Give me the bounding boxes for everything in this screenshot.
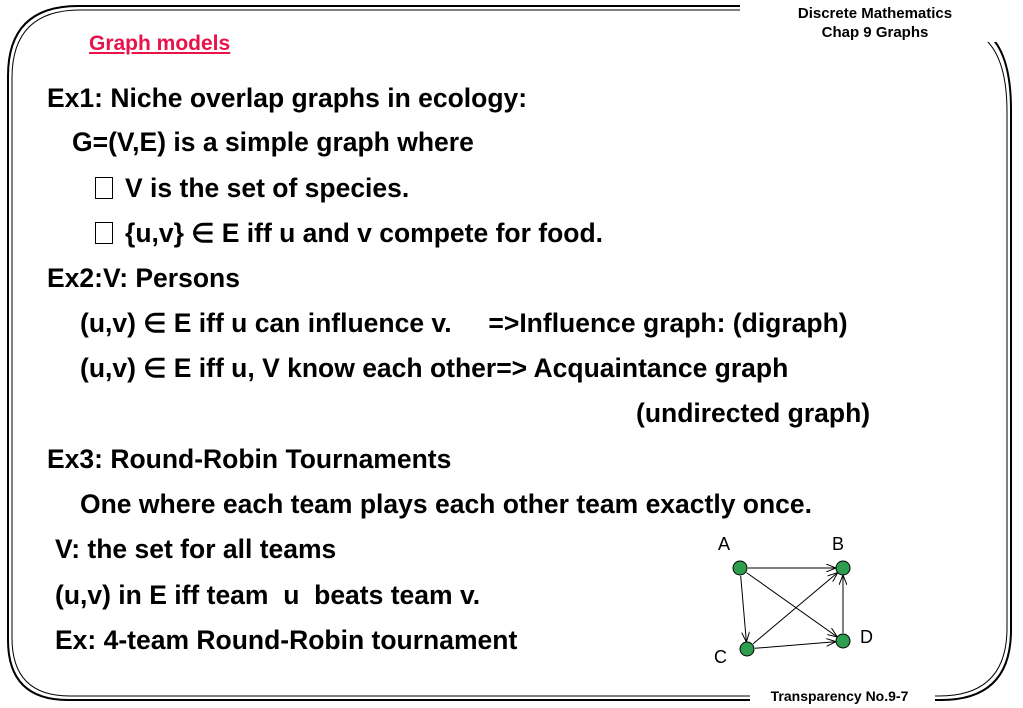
node-label-d: D	[860, 627, 873, 647]
text-line-12: (u,v) in E iff team u beats team v.	[55, 580, 481, 610]
edge-c-to-b	[752, 573, 837, 645]
node-a	[732, 560, 748, 576]
text-line-6: (u,v) ∈ E iff u can influence v. =>Influ…	[80, 308, 848, 338]
edge-c-to-d	[754, 642, 835, 649]
text-line-7: (u,v) ∈ E iff u, V know each other=> Acq…	[80, 353, 789, 383]
course-title: Discrete Mathematics	[797, 5, 953, 22]
node-label-c: C	[714, 647, 727, 667]
slide-title: Graph models	[87, 32, 233, 56]
node-label-a: A	[718, 534, 730, 554]
text-line-10: One where each team plays each other tea…	[80, 489, 813, 519]
transparency-number: Transparency No.9-7	[752, 688, 927, 704]
text-line-1: Ex1: Niche overlap graphs in ecology:	[47, 83, 528, 113]
text-line-11: V: the set for all teams	[55, 534, 337, 564]
node-d	[835, 633, 851, 649]
text-line-4-content: {u,v} ∈ E iff u and v compete for food.	[125, 218, 604, 248]
text-line-13: Ex: 4-team Round-Robin tournament	[55, 625, 518, 655]
bullet-box-icon	[95, 177, 113, 199]
text-line-2: G=(V,E) is a simple graph where	[72, 127, 474, 157]
chapter-title: Chap 9 Graphs	[821, 24, 929, 41]
edge-a-to-d	[746, 572, 837, 637]
slide-header: Discrete Mathematics Chap 9 Graphs	[740, 4, 1010, 42]
text-line-3: V is the set of species.	[95, 172, 409, 204]
tournament-graph: A B C D	[714, 534, 873, 667]
text-line-8: (undirected graph)	[636, 398, 871, 428]
text-line-9: Ex3: Round-Robin Tournaments	[47, 444, 452, 474]
text-line-5: Ex2:V: Persons	[47, 263, 240, 293]
node-label-b: B	[832, 534, 844, 554]
node-b	[835, 560, 851, 576]
edge-a-to-c	[740, 575, 747, 641]
text-line-4: {u,v} ∈ E iff u and v compete for food.	[95, 217, 603, 249]
node-c	[739, 641, 755, 657]
bullet-box-icon	[95, 222, 113, 244]
text-line-3-content: V is the set of species.	[125, 173, 410, 203]
